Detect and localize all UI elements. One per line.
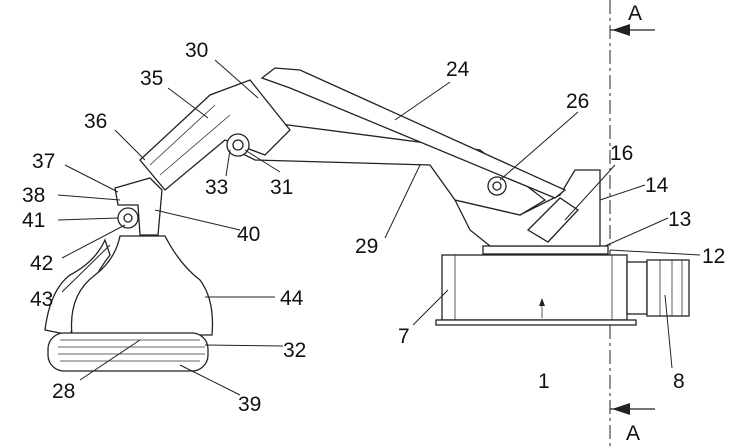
section-line-a-a (609, 0, 655, 447)
label-37: 37 (32, 150, 55, 173)
leader-lines (57, 59, 701, 396)
pivot-26 (487, 176, 507, 196)
section-label-bottom: A (626, 422, 640, 445)
label-36: 36 (84, 110, 107, 133)
link-rod (260, 67, 567, 199)
label-31: 31 (270, 176, 293, 199)
label-32: 32 (283, 339, 306, 362)
label-38: 38 (22, 184, 45, 207)
label-28: 28 (52, 380, 75, 403)
label-44: 44 (280, 287, 304, 310)
rotary-plate (482, 245, 609, 255)
label-43: 43 (30, 288, 53, 311)
label-8: 8 (673, 370, 685, 393)
label-24: 24 (446, 58, 470, 81)
wrist-motor (117, 207, 139, 229)
label-33: 33 (205, 176, 228, 199)
label-41: 41 (22, 209, 45, 232)
label-35: 35 (140, 67, 163, 90)
boom-arm (234, 119, 547, 216)
label-29: 29 (355, 235, 378, 258)
joint-31 (226, 133, 250, 157)
label-42: 42 (30, 252, 53, 275)
base-box (435, 254, 637, 326)
label-1: 1 (538, 370, 550, 393)
forearm (139, 79, 291, 191)
section-label-top: A (628, 2, 642, 25)
label-14: 14 (645, 174, 669, 197)
label-26: 26 (566, 90, 589, 113)
label-39: 39 (238, 393, 261, 416)
label-40: 40 (237, 223, 260, 246)
label-12: 12 (702, 245, 725, 268)
head-body (70, 235, 214, 336)
label-7: 7 (398, 325, 410, 348)
label-13: 13 (668, 208, 691, 231)
cylinder-16 (526, 197, 579, 243)
wrist (114, 177, 163, 236)
brush-roller (47, 332, 209, 372)
label-30: 30 (185, 39, 208, 62)
motor (626, 259, 690, 317)
label-16: 16 (610, 142, 633, 165)
